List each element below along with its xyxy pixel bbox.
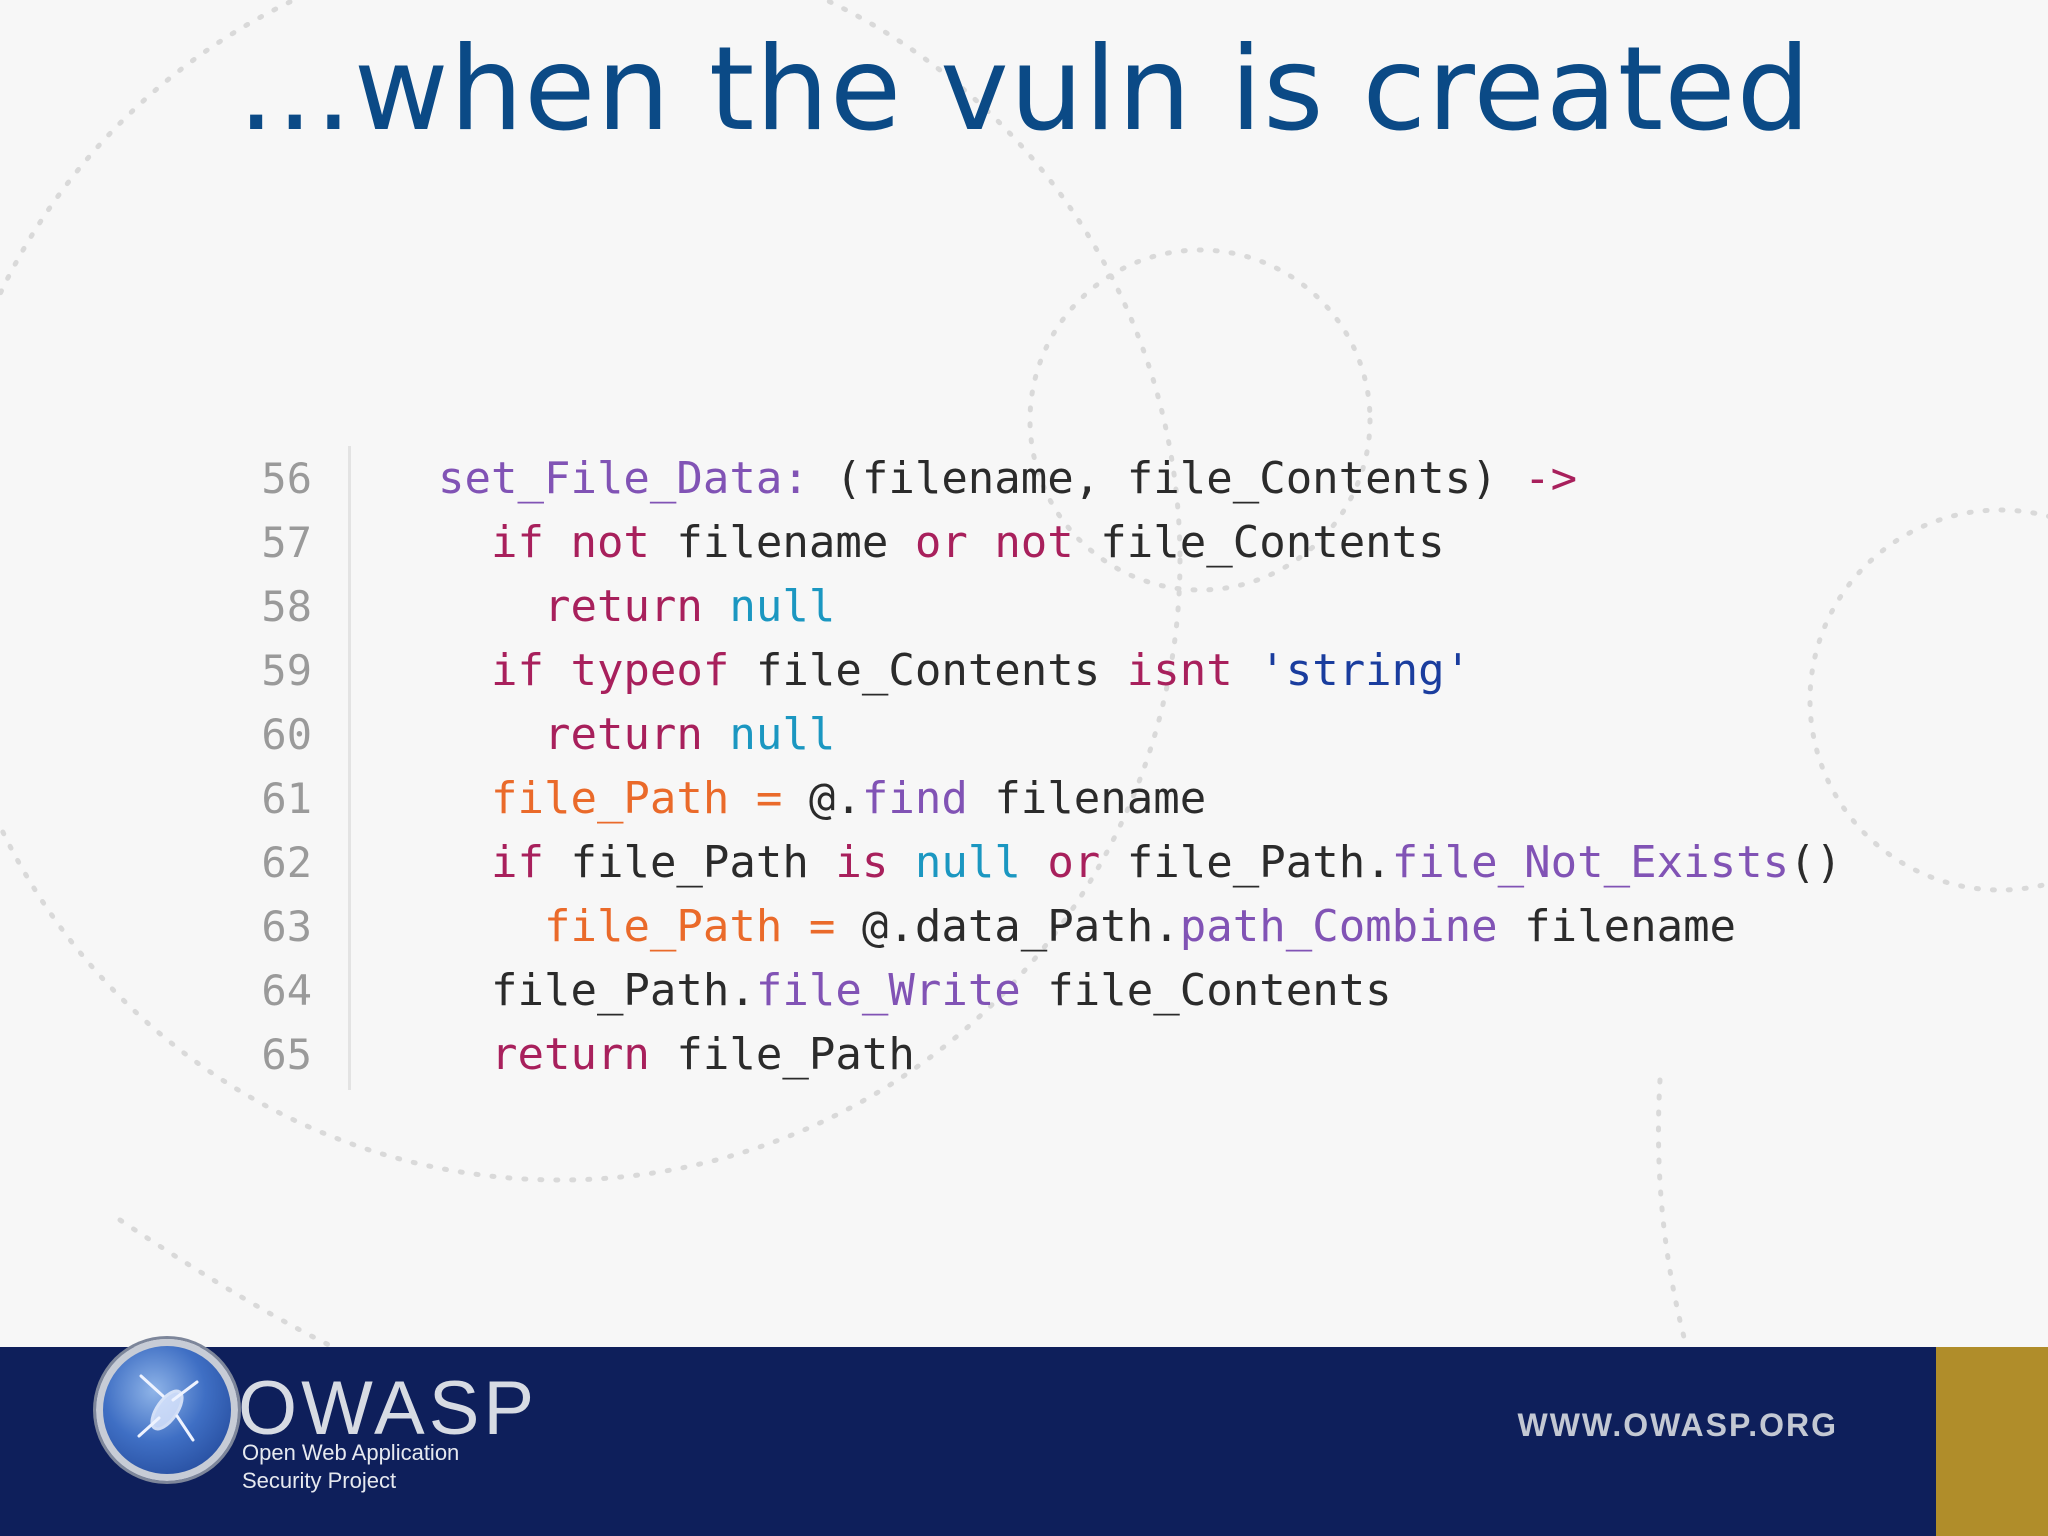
code-token: filename — [1524, 900, 1737, 952]
owasp-wordmark: OWASP — [238, 1366, 539, 1451]
code-token: file_Path — [570, 836, 836, 888]
footer-bar: OWASP Open Web Application Security Proj… — [0, 1339, 2048, 1536]
code-rows: 56 set_File_Data: (filename, file_Content… — [250, 446, 1850, 1086]
line-number: 58 — [261, 581, 312, 631]
code-token: return — [543, 580, 730, 632]
code-token — [438, 1029, 491, 1080]
code-text: if not filename or not file_Contents — [438, 517, 1445, 568]
code-line: 56 set_File_Data: (filename, file_Content… — [250, 446, 1850, 510]
code-text: set_File_Data: (filename, file_Contents)… — [438, 453, 1577, 504]
line-number: 63 — [261, 901, 312, 951]
code-token: isnt — [1126, 644, 1260, 696]
code-token: 'string' — [1259, 644, 1472, 696]
line-number: 65 — [261, 1029, 312, 1079]
code-line: 61 file_Path = @.find filename — [250, 766, 1850, 830]
code-token: or not — [914, 516, 1101, 568]
code-text: return null — [438, 709, 835, 760]
code-token: file_Path — [676, 1028, 915, 1080]
code-token: file_Path = — [490, 772, 809, 824]
code-line: 65 return file_Path — [250, 1022, 1850, 1086]
line-number: 60 — [261, 709, 312, 759]
code-token: set_File_Data: — [438, 452, 836, 504]
code-token: null — [729, 580, 836, 632]
line-number: 61 — [261, 773, 312, 823]
tagline-line-2: Security Project — [242, 1468, 397, 1493]
line-number: 62 — [261, 837, 312, 887]
code-listing: 56 set_File_Data: (filename, file_Content… — [250, 446, 1850, 1090]
code-token: null — [729, 708, 836, 760]
owasp-logo-icon — [96, 1339, 238, 1481]
code-token: filename — [994, 772, 1207, 824]
line-number: 64 — [261, 965, 312, 1015]
code-token: file_Path = — [543, 900, 862, 952]
code-text: if file_Path is null or file_Path.file_N… — [438, 837, 1842, 888]
code-token — [438, 709, 544, 760]
code-token: if — [490, 836, 571, 888]
code-token — [438, 837, 491, 888]
code-token: filename — [676, 516, 915, 568]
code-token: if not — [490, 516, 677, 568]
code-text: return file_Path — [438, 1029, 915, 1080]
code-token: if typeof — [490, 644, 756, 696]
code-token: @.data_Path. — [861, 900, 1180, 952]
slide-title: …when the vuln is created — [236, 22, 1812, 157]
code-token: file_Not_Exists — [1391, 836, 1790, 888]
code-token — [438, 773, 491, 824]
code-token: file_Contents — [1047, 964, 1392, 1016]
code-line: 58 return null — [250, 574, 1850, 638]
code-token: return — [543, 708, 730, 760]
code-token: (filename, file_Contents) — [835, 452, 1525, 504]
code-line: 57 if not filename or not file_Contents — [250, 510, 1850, 574]
code-line: 64 file_Path.file_Write file_Contents — [250, 958, 1850, 1022]
code-line: 59 if typeof file_Contents isnt 'string' — [250, 638, 1850, 702]
code-text: file_Path.file_Write file_Contents — [438, 965, 1392, 1016]
code-token: or — [1047, 836, 1127, 888]
line-number: 57 — [261, 517, 312, 567]
wasp-icon — [137, 1374, 199, 1442]
code-token — [438, 581, 544, 632]
footer-url-link[interactable]: WWW.OWASP.ORG — [1517, 1407, 1838, 1443]
code-token — [438, 517, 491, 568]
code-text: if typeof file_Contents isnt 'string' — [438, 645, 1471, 696]
code-token — [438, 901, 544, 952]
code-text: file_Path = @.find filename — [438, 773, 1206, 824]
line-number: 59 — [261, 645, 312, 695]
code-text: file_Path = @.data_Path.path_Combine fil… — [438, 901, 1736, 952]
code-line: 62 if file_Path is null or file_Path.fil… — [250, 830, 1850, 894]
code-token: () — [1789, 836, 1843, 888]
code-token: find — [861, 772, 995, 824]
footer-gold-accent — [1936, 1347, 2048, 1536]
code-token: @. — [808, 772, 862, 824]
code-line: 63 file_Path = @.data_Path.path_Combine … — [250, 894, 1850, 958]
code-token: path_Combine — [1179, 900, 1525, 952]
code-token: is — [835, 836, 915, 888]
code-token: file_Contents — [755, 644, 1127, 696]
code-token: null — [914, 836, 1048, 888]
code-line: 60 return null — [250, 702, 1850, 766]
code-token: file_Path. — [1126, 836, 1392, 888]
code-token: file_Contents — [1100, 516, 1445, 568]
code-token — [438, 645, 491, 696]
code-token: file_Write — [755, 964, 1048, 1016]
gutter-divider — [348, 446, 351, 1090]
tagline-line-1: Open Web Application — [242, 1440, 460, 1465]
code-token: -> — [1524, 452, 1578, 504]
line-number: 56 — [261, 453, 312, 503]
code-token: file_Path. — [438, 964, 756, 1016]
owasp-tagline: Open Web Application Security Project — [242, 1439, 459, 1495]
code-token: return — [490, 1028, 677, 1080]
code-text: return null — [438, 581, 835, 632]
